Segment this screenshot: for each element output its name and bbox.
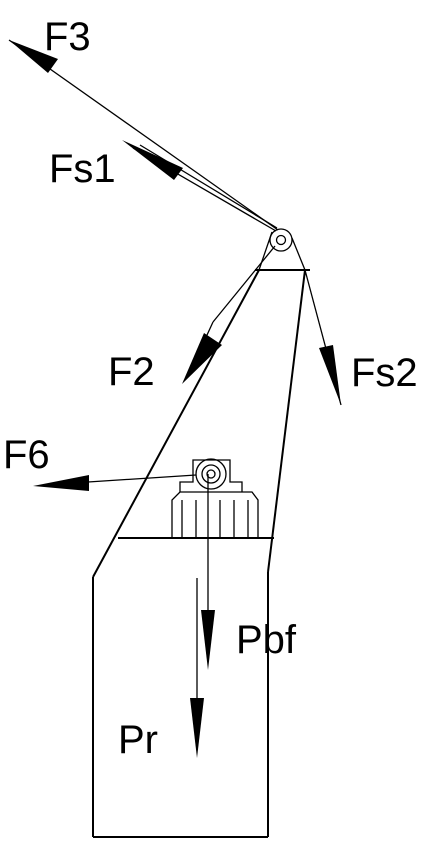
label-pr: Pr (118, 718, 158, 762)
label-fs1: Fs1 (49, 147, 116, 191)
mast (92, 269, 310, 578)
arrow-fs1 (122, 140, 183, 180)
label-f2: F2 (108, 350, 155, 394)
arrow-pr (190, 578, 204, 758)
arrow-f6 (33, 474, 197, 491)
arrow-pbf (201, 474, 215, 670)
arrow-f2 (182, 321, 222, 384)
cables (8, 39, 279, 323)
label-f3: F3 (44, 15, 91, 59)
label-pbf: Pbf (236, 618, 297, 662)
arrow-fs2 (304, 269, 342, 406)
arrow-f3 (9, 40, 58, 73)
bearing-block (171, 458, 259, 538)
pulley-icon (258, 228, 306, 271)
label-f6: F6 (3, 433, 50, 477)
base-body (92, 537, 274, 838)
label-fs2: Fs2 (351, 351, 418, 395)
